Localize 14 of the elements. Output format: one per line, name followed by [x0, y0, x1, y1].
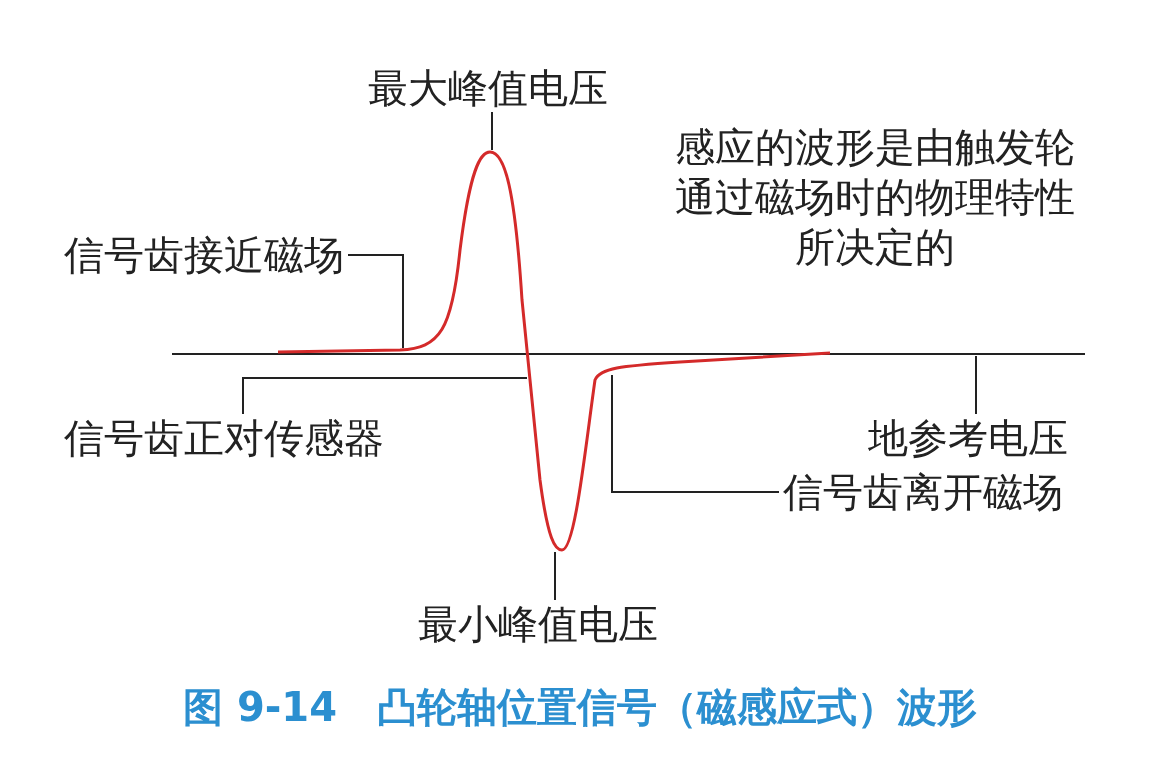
callout-label: 信号齿接近磁场	[64, 231, 344, 279]
callout-label: 信号齿离开磁场	[783, 468, 1063, 516]
leader-line	[554, 551, 556, 601]
leader-line	[347, 254, 404, 349]
callout-label: 信号齿正对传感器	[64, 414, 384, 462]
callout-label: 地参考电压	[868, 414, 1068, 462]
leader-line	[491, 111, 493, 151]
callout-label: 最小峰值电压	[418, 600, 658, 648]
note-text: 感应的波形是由触发轮通过磁场时的物理特性所决定的	[674, 123, 1076, 272]
callout-label: 最大峰值电压	[368, 64, 608, 112]
leader-line	[242, 377, 528, 415]
figure-caption: 图 9-14 凸轮轴位置信号（磁感应式）波形	[182, 683, 978, 732]
leader-line	[611, 374, 780, 493]
leader-line	[975, 355, 977, 415]
